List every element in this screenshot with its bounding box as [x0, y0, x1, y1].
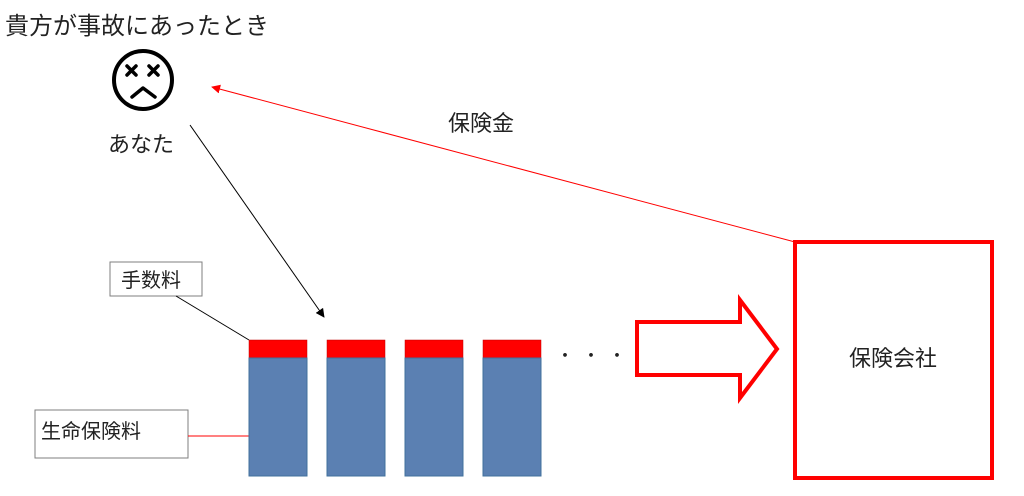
payout-arrow [211, 84, 796, 243]
fee-segment [404, 339, 464, 359]
premium-segment [404, 357, 464, 477]
insurer-label: 保険会社 [849, 347, 937, 372]
premium-callout: 生命保険料 [34, 409, 189, 459]
payout-label: 保険金 [448, 112, 514, 137]
fee-segment [248, 339, 308, 359]
payment-column [326, 339, 386, 477]
premium-segment [482, 357, 542, 477]
premium-segment [326, 357, 386, 477]
fee-leader-line [175, 295, 250, 341]
insurer-box: 保険会社 [793, 240, 994, 480]
fee-callout: 手数料 [109, 261, 203, 297]
fee-segment [326, 339, 386, 359]
ellipsis: ・・・ [556, 346, 634, 367]
fee-segment [482, 339, 542, 359]
you-label: あなた [108, 133, 174, 158]
block-arrow-right-icon [635, 294, 780, 404]
payment-column [248, 339, 308, 477]
payment-column [404, 339, 464, 477]
situation-caption: 貴方が事故にあったとき [5, 12, 269, 40]
payment-column [482, 339, 542, 477]
premium-segment [248, 357, 308, 477]
payment-arrow [189, 124, 325, 318]
dizzy-face-icon [112, 49, 174, 111]
premium-label: 生命保険料 [41, 419, 141, 443]
fee-label: 手数料 [121, 268, 181, 292]
